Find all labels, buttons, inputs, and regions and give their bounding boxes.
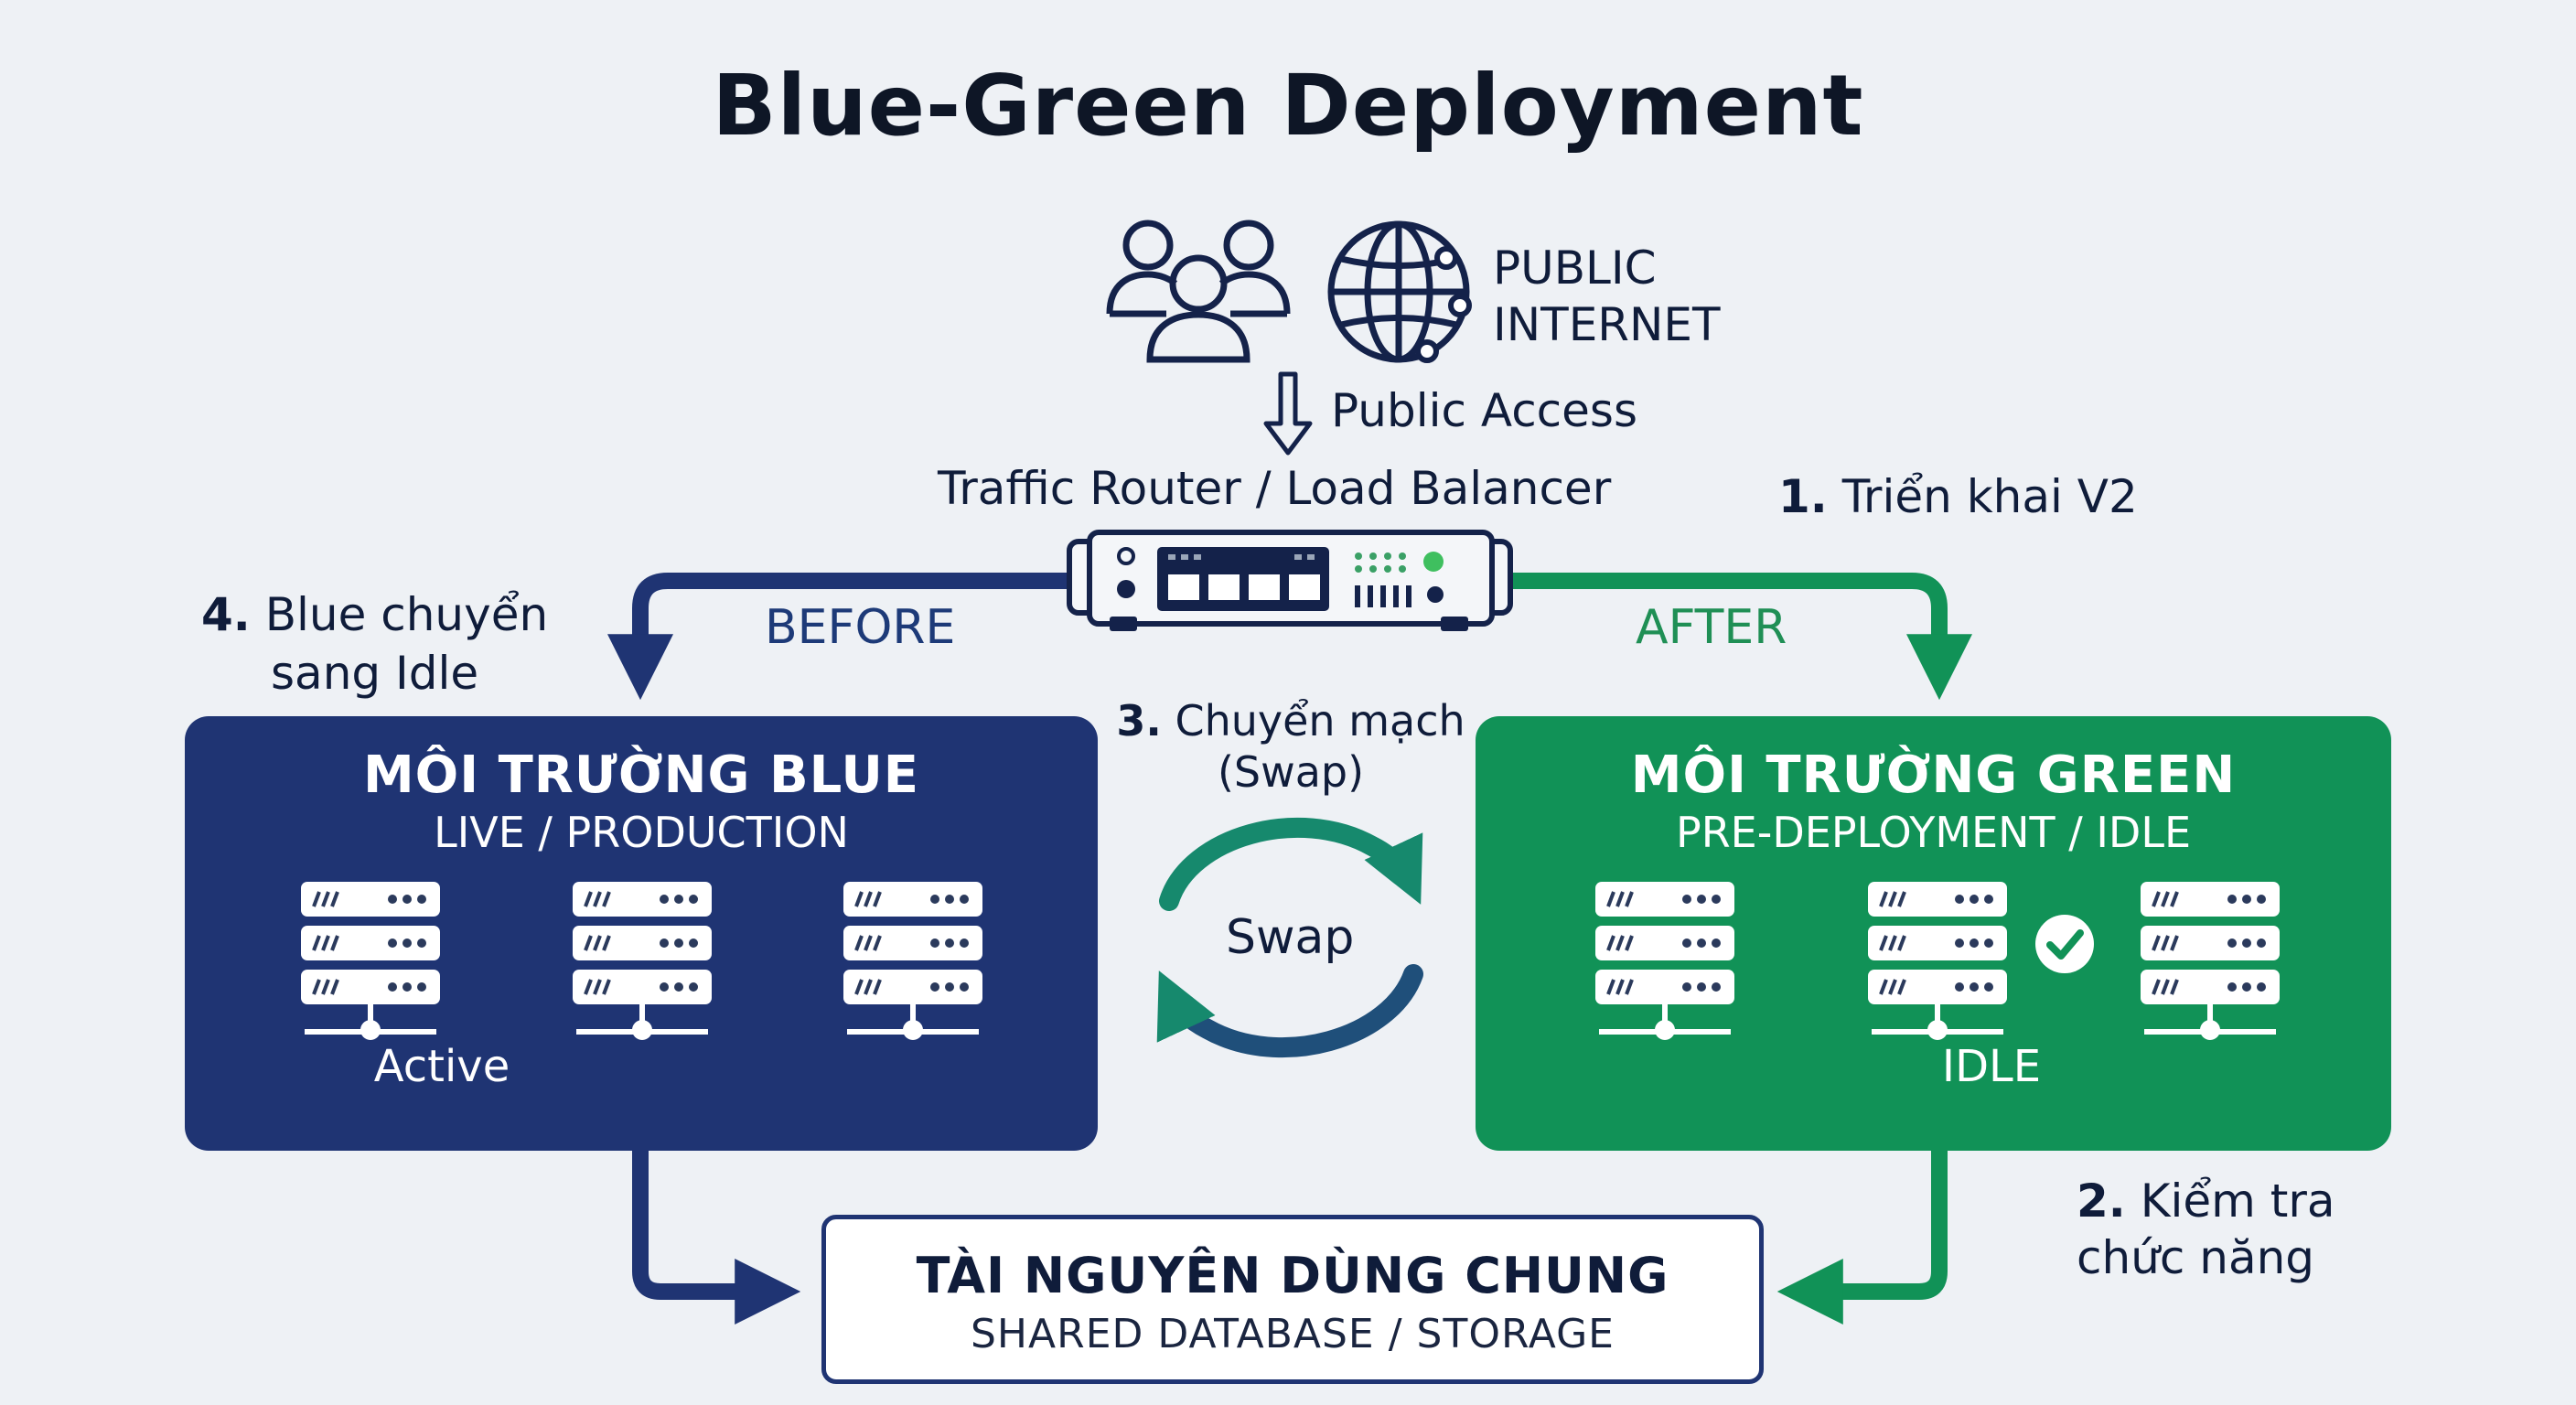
green-env-subtitle: PRE-DEPLOYMENT / IDLE <box>1675 808 2192 857</box>
router-to-green-arrow <box>1509 573 1972 701</box>
server-rack-icon <box>569 880 715 1043</box>
step-3-line1: Chuyển mạch <box>1175 696 1465 745</box>
blue-env-title: MÔI TRƯỜNG BLUE <box>362 745 920 805</box>
step-1-label: 1. Triển khai V2 <box>1778 470 2138 523</box>
server-rack-icon <box>840 880 986 1043</box>
shared-resources-box: TÀI NGUYÊN DÙNG CHUNG SHARED DATABASE / … <box>821 1215 1764 1384</box>
server-rack-icon <box>297 880 444 1043</box>
after-label: AFTER <box>1636 600 1787 655</box>
router-to-blue-arrow <box>607 573 1068 701</box>
blue-env-state: Active <box>373 1041 510 1092</box>
public-internet-label: PUBLIC INTERNET <box>1493 240 1721 353</box>
step-4-label: 4. Blue chuyển sang Idle <box>201 585 548 702</box>
public-internet-line1: PUBLIC <box>1493 241 1657 295</box>
shared-subtitle: SHARED DATABASE / STORAGE <box>971 1311 1615 1357</box>
blue-env-subtitle: LIVE / PRODUCTION <box>434 808 849 857</box>
down-arrow-icon <box>1263 371 1313 456</box>
step-2-number: 2. <box>2077 1174 2126 1228</box>
blue-to-shared-arrow <box>632 1151 801 1325</box>
public-access-label: Public Access <box>1331 384 1638 437</box>
users-icon <box>1106 220 1291 363</box>
globe-icon <box>1327 220 1472 363</box>
server-rack-icon <box>1864 880 2011 1043</box>
step-2-line1: Kiểm tra <box>2140 1174 2335 1228</box>
step-3-line2: (Swap) <box>1217 747 1365 797</box>
router-icon <box>1067 530 1513 631</box>
shared-title: TÀI NGUYÊN DÙNG CHUNG <box>916 1247 1669 1304</box>
step-1-number: 1. <box>1778 470 1828 523</box>
swap-arrow-bottom <box>1156 964 1423 1057</box>
server-rack-icon <box>2137 880 2283 1043</box>
swap-label: Swap <box>1226 910 1355 965</box>
step-1-text: Triển khai V2 <box>1841 470 2138 523</box>
before-label: BEFORE <box>765 600 956 655</box>
green-env-state: IDLE <box>1941 1041 2042 1092</box>
step-4-line2: sang Idle <box>271 647 479 700</box>
green-env-title: MÔI TRƯỜNG GREEN <box>1630 745 2237 805</box>
public-internet-line2: INTERNET <box>1493 298 1721 351</box>
step-4-number: 4. <box>201 588 251 641</box>
router-label: Traffic Router / Load Balancer <box>938 462 1612 515</box>
step-3-number: 3. <box>1116 696 1162 745</box>
server-rack-icon <box>1592 880 1738 1043</box>
swap-arrow-top <box>1159 818 1423 911</box>
step-4-line1: Blue chuyển <box>264 588 549 641</box>
diagram-title: Blue-Green Deployment <box>712 57 1864 155</box>
green-to-shared-arrow <box>1776 1151 1948 1325</box>
step-2-label: 2. Kiểm tra chức năng <box>2077 1173 2335 1286</box>
checkmark-icon <box>2035 915 2094 973</box>
step-3-label: 3. Chuyển mạch (Swap) <box>1112 695 1469 798</box>
step-2-line2: chức năng <box>2077 1231 2315 1284</box>
